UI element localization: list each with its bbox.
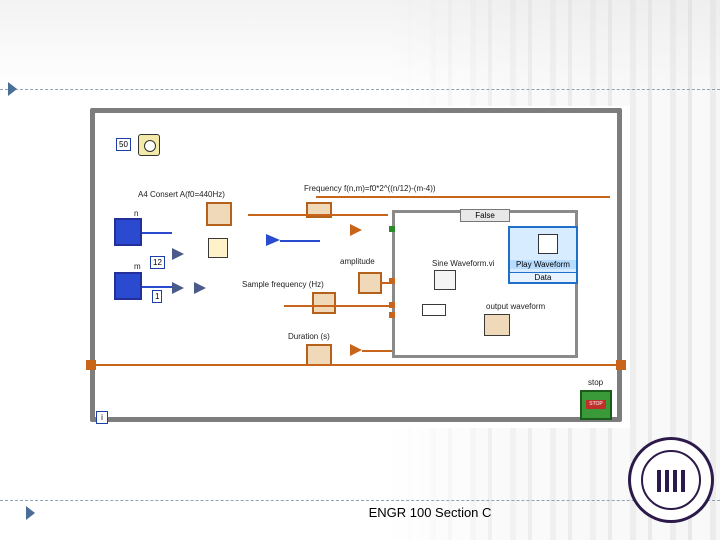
wire [280,240,320,242]
one-constant[interactable]: 1 [152,290,163,303]
shift-register-right [616,360,626,370]
a4-control-icon[interactable] [206,202,232,226]
multiply-node-icon[interactable] [266,234,280,246]
background-top-shade [0,0,720,90]
sample-frequency-control-icon[interactable] [312,292,336,314]
play-waveform-express-vi[interactable]: Play Waveform Data [508,226,578,284]
seal-column [657,470,661,492]
m-label: m [134,262,141,271]
amplitude-control-icon[interactable] [358,272,382,294]
sine-waveform-label: Sine Waveform.vi [432,259,495,268]
footer-divider [0,500,720,501]
iteration-terminal: i [96,411,108,424]
university-seal-logo [628,437,714,523]
twelve-constant[interactable]: 12 [150,256,165,269]
case-selector[interactable]: False [460,209,510,222]
output-waveform-label: output waveform [486,302,546,311]
seal-column [665,470,669,492]
n-label: n [134,209,139,218]
build-waveform-icon[interactable] [422,304,446,316]
m-control-icon[interactable] [114,272,142,300]
labview-block-diagram: 50 A4 Consert A(f0=440Hz) n m 12 1 Frequ… [86,106,630,428]
wire [142,286,172,288]
duration-label: Duration (s) [288,332,330,341]
frequency-label: Frequency f(n,m)=f0*2^((n/12)-(m-4)) [304,184,436,193]
sample-frequency-label: Sample frequency (Hz) [242,280,324,289]
while-loop-frame [90,108,622,422]
stop-button[interactable]: STOP [580,390,612,420]
duration-multiply-icon[interactable] [350,344,362,356]
stop-button-text: STOP [586,400,606,409]
case-selector-label: False [475,211,495,220]
wire [380,282,394,284]
duration-control-icon[interactable] [306,344,332,366]
amplitude-tunnel [389,278,395,284]
speaker-icon [538,234,558,254]
wire [284,305,394,307]
amplitude-label: amplitude [340,257,375,266]
sample-tunnel [389,302,395,308]
footer-text: ENGR 100 Section C [368,505,492,520]
wire [316,196,610,198]
duration-tunnel [389,312,395,318]
subtract-node2-icon[interactable] [194,282,206,294]
wire [248,214,388,216]
title-divider [0,89,720,90]
bullet-arrow-icon [8,82,17,96]
bullet-arrow-icon [26,506,35,520]
stop-label: stop [588,378,604,387]
freq-compound-icon[interactable] [350,224,362,236]
seal-column [673,470,677,492]
timer-constant[interactable]: 50 [116,138,131,151]
divide-node-icon[interactable] [172,248,184,260]
boolean-tunnel [389,226,395,232]
wait-timer-icon[interactable] [138,134,160,156]
seal-inner-ring [641,450,701,510]
play-waveform-title: Play Waveform [510,260,576,269]
n-control-icon[interactable] [114,218,142,246]
power-node-icon[interactable] [208,238,228,258]
wire [142,232,172,234]
play-waveform-data: Data [510,272,576,282]
wire [362,350,394,352]
shift-register-left [86,360,96,370]
a4-label: A4 Consert A(f0=440Hz) [138,190,225,199]
subtract-node-icon[interactable] [172,282,184,294]
output-waveform-indicator-icon[interactable] [484,314,510,336]
seal-column [681,470,685,492]
sine-waveform-vi-icon[interactable] [434,270,456,290]
wire [96,364,616,366]
